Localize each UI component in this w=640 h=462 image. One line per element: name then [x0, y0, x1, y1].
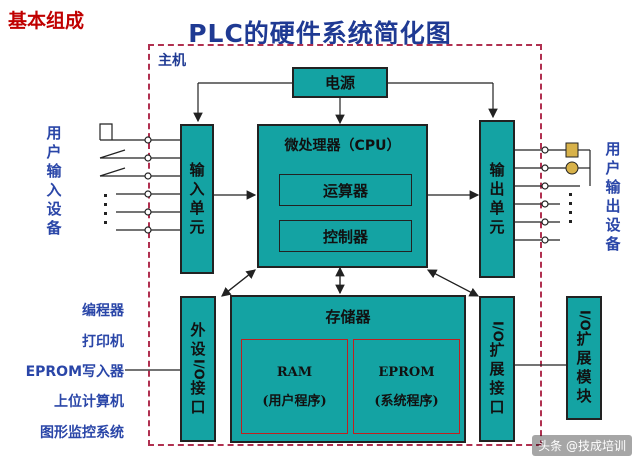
user-output-char: 出 [605, 197, 621, 215]
power-supply-box: 电源 [292, 67, 388, 98]
input-unit-char: 入 [189, 180, 205, 198]
controller-box: 控制器 [279, 220, 412, 252]
peripheral-if-char: 口 [190, 398, 206, 417]
expansion-module-char: I/O [576, 309, 592, 331]
expansion-io-interface-box: I/O 扩 展 接 口 [479, 296, 515, 442]
host-boundary [148, 44, 542, 446]
user-output-char: 备 [605, 235, 621, 253]
user-output-char: 输 [605, 178, 621, 196]
user-input-char: 设 [46, 200, 62, 218]
input-unit-char: 输 [189, 161, 205, 179]
expansion-if-char: 接 [489, 379, 505, 398]
output-unit-char: 出 [489, 180, 505, 198]
memory-label: 存储器 [325, 308, 371, 326]
peripheral-if-char: 设 [190, 339, 206, 358]
user-input-char: 用 [46, 124, 62, 142]
expansion-module-char: 模 [576, 368, 592, 387]
host-label: 主机 [158, 53, 186, 69]
user-input-char: 备 [46, 219, 62, 237]
expansion-module-char: 扩 [576, 330, 592, 349]
user-input-devices-label: 用 户 输 入 设 备 [44, 124, 64, 238]
cpu-label: 微处理器（CPU） [284, 138, 401, 154]
peripheral-io-interface-box: 外 设 I/O 接 口 [180, 296, 216, 442]
corner-title: 基本组成 [8, 10, 85, 32]
eprom-box: EPROM (系统程序) [353, 339, 460, 434]
expansion-module-char: 展 [576, 349, 592, 368]
input-unit-char: 单 [189, 199, 205, 217]
eprom-title: EPROM [378, 364, 435, 380]
cpu-box: 微处理器（CPU） 运算器 控制器 [257, 124, 428, 268]
ram-title: RAM [276, 364, 313, 380]
controller-label: 控制器 [322, 227, 368, 246]
user-output-char: 设 [605, 216, 621, 234]
peripheral-if-char: I/O [190, 358, 206, 380]
alu-box: 运算器 [279, 174, 412, 206]
expansion-if-char: 扩 [489, 341, 505, 360]
peripheral-if-char: 接 [190, 379, 206, 398]
peripheral-eprom-writer: EPROM写入器 [25, 364, 124, 380]
expansion-if-char: 展 [489, 360, 505, 379]
expansion-module-char: 块 [576, 387, 592, 406]
eprom-subtitle: (系统程序) [374, 393, 439, 409]
peripheral-if-char: 外 [190, 320, 206, 339]
power-supply-label: 电源 [324, 74, 355, 92]
output-unit-char: 输 [489, 161, 505, 179]
peripheral-graphic-monitor: 图形监控系统 [40, 425, 124, 441]
expansion-if-char: 口 [489, 398, 505, 417]
user-input-char: 户 [46, 143, 62, 161]
user-output-char: 户 [605, 159, 621, 177]
expansion-if-char: I/O [489, 320, 505, 342]
peripheral-host-computer: 上位计算机 [54, 394, 124, 410]
memory-box: 存储器 RAM (用户程序) EPROM (系统程序) [230, 295, 466, 443]
user-input-char: 输 [46, 162, 62, 180]
output-unit-char: 元 [489, 218, 505, 236]
input-unit-char: 元 [189, 218, 205, 236]
peripheral-programmer: 编程器 [82, 303, 124, 319]
ram-subtitle: (用户程序) [262, 393, 327, 409]
input-unit-box: 输 入 单 元 [180, 124, 214, 274]
user-output-devices-label: 用 户 输 出 设 备 [603, 140, 623, 254]
output-unit-char: 单 [489, 199, 505, 217]
user-output-char: 用 [605, 140, 621, 158]
ram-box: RAM (用户程序) [241, 339, 348, 434]
user-input-char: 入 [46, 181, 62, 199]
peripheral-printer: 打印机 [82, 334, 124, 350]
diagram-title: PLC的硬件系统简化图 [188, 19, 452, 48]
expansion-io-module-box: I/O 扩 展 模 块 [566, 296, 602, 420]
output-unit-box: 输 出 单 元 [479, 120, 515, 278]
alu-label: 运算器 [322, 181, 368, 200]
watermark: 头条 @技成培训 [532, 435, 632, 456]
